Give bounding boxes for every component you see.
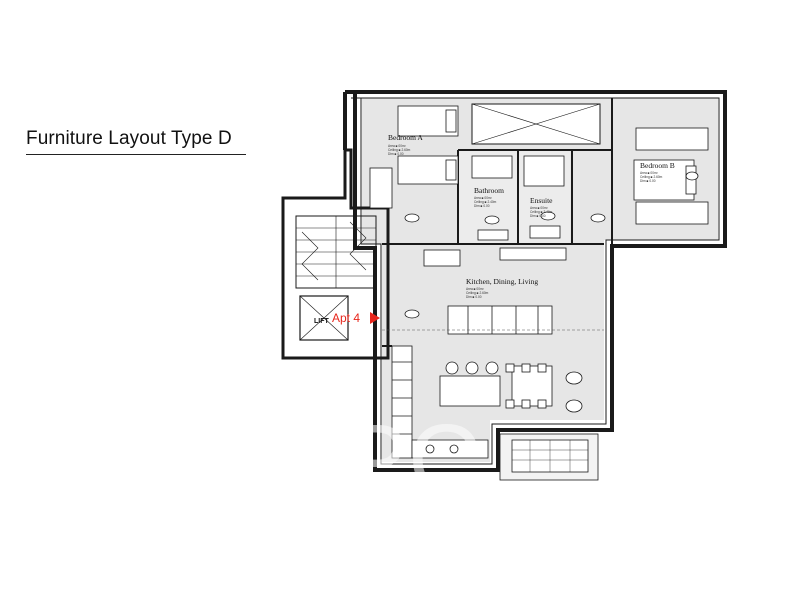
interior-walls <box>382 98 613 347</box>
bedroom-b-spec-2: Ceiling ■ 2.60m <box>640 175 663 179</box>
bedroom-a-spec-2: Ceiling ■ 2.60m <box>388 148 411 152</box>
bedroom-b-spec-1: Area ■ 00m² <box>640 171 658 175</box>
ensuite-label: Ensuite <box>530 196 553 205</box>
kitchen-spec-1: Area ■ 00m² <box>466 287 484 291</box>
bedroom-b-label: Bedroom B <box>640 161 675 170</box>
bathroom-spec-1: Area ■ 00m² <box>474 196 492 200</box>
stair-core <box>281 148 390 360</box>
plan-title: Furniture Layout Type D <box>26 128 232 149</box>
bedroom-b-furniture <box>590 127 709 225</box>
ensuite-spec-1: Area ■ 00m² <box>530 206 548 210</box>
entrance-arrow-icon <box>370 312 380 324</box>
bedroom-a-label: Bedroom A <box>388 133 423 142</box>
living-furniture <box>404 247 583 413</box>
bedroom-a-spec-3: Dim ■ 0.00 <box>388 152 404 156</box>
skylight-void <box>471 103 601 145</box>
exterior-walls <box>343 90 727 472</box>
ensuite-spec-2: Ceiling ■ 2.40m <box>530 210 553 214</box>
bedroom-a-furniture <box>369 105 459 223</box>
bathroom-label: Bathroom <box>474 186 504 195</box>
bathroom-fixtures <box>471 155 565 241</box>
kitchen-label: Kitchen, Dining, Living <box>466 277 538 286</box>
title-underline <box>26 154 246 155</box>
kitchen-spec-3: Dim ■ 0.00 <box>466 295 482 299</box>
bathroom-spec-3: Dim ■ 0.00 <box>474 204 490 208</box>
kitchen-counter <box>391 345 489 459</box>
ensuite-spec-3: Dim ■ 0.00 <box>530 214 546 218</box>
lift-label: LIFT <box>314 318 329 325</box>
apartment-label: Apt 4 <box>332 311 360 325</box>
watermark: MPC <box>258 404 480 516</box>
terrace <box>499 433 599 481</box>
bedroom-b-spec-3: Dim ■ 0.00 <box>640 179 656 183</box>
bathroom-spec-2: Ceiling ■ 2.40m <box>474 200 497 204</box>
exterior-walls-inner <box>351 97 720 465</box>
bedroom-a-spec-1: Area ■ 00m² <box>388 144 406 148</box>
kitchen-spec-2: Ceiling ■ 2.60m <box>466 291 489 295</box>
